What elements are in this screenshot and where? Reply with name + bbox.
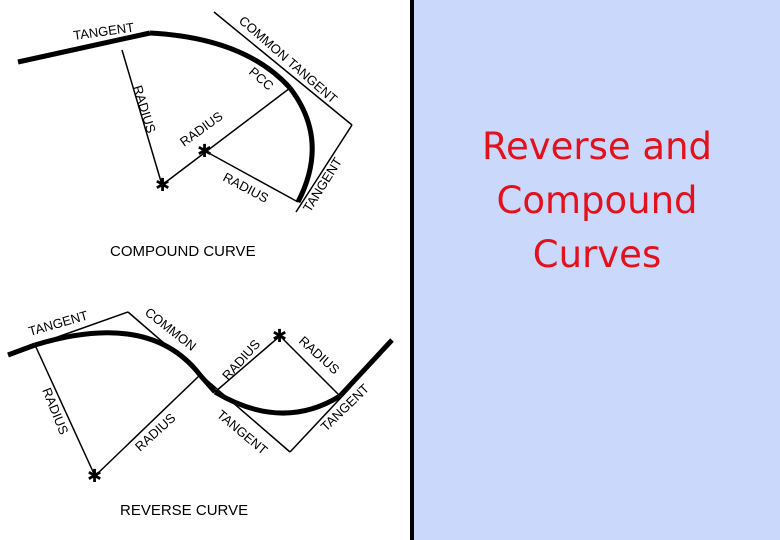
- diagram-panel: ✱ ✱ TANGENT COMMON TANGENT PCC RADIUS RA…: [7, 11, 394, 519]
- compound-curve-arc-2: [288, 86, 315, 204]
- reverse-tangent-thin-right: [289, 387, 351, 453]
- slide-title-line-2: Compound: [496, 179, 698, 222]
- reverse-radius-line-3: [214, 335, 281, 393]
- panel-divider: [410, 0, 414, 540]
- compound-radius-line-3: [204, 150, 299, 203]
- compound-center-marker-1: ✱: [155, 175, 170, 195]
- compound-curve-caption: COMPOUND CURVE: [110, 243, 256, 260]
- reverse-radius-line-1: [34, 344, 96, 477]
- compound-common-tangent-line: [213, 11, 353, 126]
- reverse-curve-diagram: ✱ ✱ TANGENT COMMON RADIUS RADIUS RADIUS …: [7, 305, 394, 519]
- reverse-center-marker-1: ✱: [87, 466, 102, 486]
- slide-title: Reverse and Compound Curves: [414, 120, 780, 282]
- reverse-radius-label-2: RADIUS: [132, 410, 179, 454]
- reverse-common-tangent-line: [127, 311, 291, 453]
- reverse-tangent-mid-label: TANGENT: [214, 407, 271, 458]
- reverse-tangent-thin-left: [34, 311, 129, 346]
- slide-title-line-1: Reverse and: [481, 125, 713, 168]
- compound-tangent-line: [17, 30, 151, 65]
- title-panel: Reverse and Compound Curves: [414, 0, 780, 540]
- compound-tangent-line-2: [295, 124, 353, 213]
- compound-radius-line-1: [121, 49, 163, 186]
- reverse-common-segment: [198, 373, 217, 394]
- reverse-radius-label-1: RADIUS: [39, 386, 71, 437]
- compound-curve-arc-1: [149, 30, 292, 90]
- reverse-radius-line-2: [94, 374, 201, 477]
- reverse-radius-label-4: RADIUS: [296, 333, 343, 377]
- compound-curve-diagram: ✱ ✱ TANGENT COMMON TANGENT PCC RADIUS RA…: [17, 11, 353, 260]
- reverse-curve-caption: REVERSE CURVE: [120, 502, 248, 519]
- compound-radius-line-2: [161, 87, 291, 186]
- slide-title-line-3: Curves: [532, 233, 662, 276]
- reverse-radius-line-4: [279, 335, 341, 397]
- compound-center-marker-2: ✱: [197, 141, 212, 161]
- compound-radius-label-1: RADIUS: [130, 83, 159, 135]
- compound-radius-label-3: RADIUS: [221, 169, 272, 205]
- reverse-radius-label-3: RADIUS: [219, 336, 263, 383]
- reverse-tangent-line-right: [338, 338, 394, 398]
- reverse-tangent-line-left: [7, 342, 36, 358]
- reverse-curve-arc-1: [34, 330, 202, 377]
- reverse-center-marker-2: ✱: [272, 326, 287, 346]
- curve-diagrams: ✱ ✱ TANGENT COMMON TANGENT PCC RADIUS RA…: [7, 11, 394, 519]
